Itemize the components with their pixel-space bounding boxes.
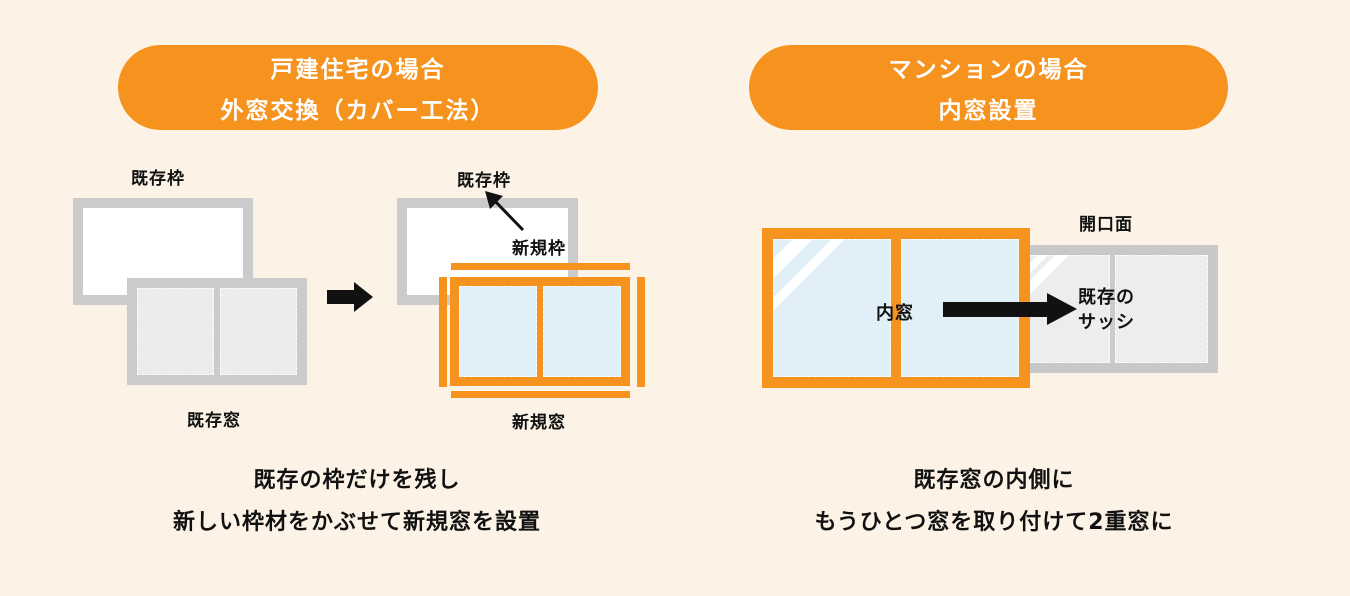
up-left-arrow-icon: [485, 191, 525, 232]
existing-window-right-pane: [220, 288, 297, 375]
left-caption: 既存の枠だけを残し 新しい枠材をかぶせて新規窓を設置: [57, 460, 657, 544]
label-new-window: 新規窓: [512, 413, 566, 433]
right-title-line2: 内窓設置: [938, 98, 1039, 124]
label-existing-sash-line1: 既存の: [1078, 287, 1135, 308]
left-caption-line1: 既存の枠だけを残し: [253, 468, 461, 493]
sash-right-pane: [1115, 255, 1208, 363]
left-title-line1: 戸建住宅の場合: [270, 57, 446, 83]
inner-window-shape: [762, 228, 1030, 388]
right-arrow-head: [354, 282, 373, 312]
right-arrow-icon: [327, 282, 373, 312]
right-caption-line2: もうひとつ窓を取り付けて2重窓に: [814, 510, 1174, 535]
right-arrow-shaft: [327, 290, 354, 304]
right-title-line1: マンションの場合: [888, 57, 1089, 83]
label-existing-window: 既存窓: [187, 411, 241, 431]
existing-window-left-pane: [137, 288, 214, 375]
new-frame-strip-bottom: [451, 391, 630, 398]
right-arrow-shaft: [943, 302, 1047, 317]
left-caption-line2: 新しい枠材をかぶせて新規窓を設置: [172, 510, 541, 535]
right-caption: 既存窓の内側に もうひとつ窓を取り付けて2重窓に: [690, 460, 1298, 544]
new-window-right-pane: [543, 286, 621, 377]
label-new-frame: 新規枠: [512, 239, 566, 259]
right-caption-line1: 既存窓の内側に: [913, 468, 1075, 493]
right-title-pill: マンションの場合 内窓設置: [749, 45, 1228, 130]
new-frame-strip-left: [439, 277, 447, 387]
label-existing-sash: 既存の サッシ: [1078, 285, 1135, 335]
left-title-line2: 外窓交換（カバー工法）: [220, 98, 496, 124]
existing-window-shape: [127, 278, 307, 385]
inner-window-left-pane: [773, 239, 891, 377]
right-arrow-head: [1047, 293, 1077, 325]
new-window-left-pane: [459, 286, 537, 377]
new-frame-strip-right: [637, 277, 645, 387]
inner-window-mullion: [891, 239, 901, 377]
label-existing-sash-line2: サッシ: [1078, 312, 1135, 333]
sash-mullion: [1110, 255, 1115, 363]
left-title-pill: 戸建住宅の場合 外窓交換（カバー工法）: [118, 45, 598, 130]
right-arrow-icon: [943, 293, 1077, 327]
existing-window-mullion: [214, 288, 220, 375]
label-inner-window: 内窓: [876, 303, 914, 324]
new-frame-strip-top: [451, 263, 630, 270]
new-window-mullion: [537, 286, 543, 377]
label-existing-frame-after: 既存枠: [457, 171, 511, 191]
label-opening-face: 開口面: [1079, 215, 1133, 235]
label-existing-frame-before: 既存枠: [131, 169, 185, 189]
new-window-shape: [450, 277, 630, 386]
